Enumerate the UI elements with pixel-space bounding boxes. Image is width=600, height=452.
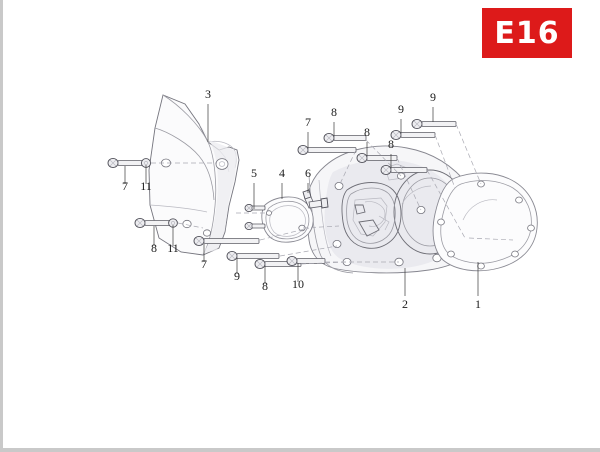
callout-number: 8 [262, 279, 268, 293]
callout-number: 9 [430, 90, 436, 104]
callout-number: 8 [364, 125, 370, 139]
diagram-canvas: 1 2 3 4 5 6 7 11 8 11 7 9 8 10 7 8 8 8 9 9 E16 [3, 0, 600, 448]
fastener-bolt-8-left [134, 217, 178, 229]
fastener-bolt-9-topright [411, 118, 457, 130]
callout-number: 4 [279, 166, 285, 180]
fastener-bolt-9-bottom [226, 250, 280, 262]
part-inspection-cover [261, 196, 314, 243]
fastener-bolt-8-top [323, 132, 367, 144]
fastener-bolt-7-left [107, 157, 152, 169]
part-clutch-cover-gasket [432, 172, 538, 272]
fastener-bolt-7-top [297, 144, 357, 156]
page-badge: E16 [482, 8, 572, 58]
cover-center-detail [341, 182, 402, 249]
fastener-bolt-10-bottom [286, 255, 326, 267]
callout-number: 5 [251, 166, 257, 180]
callout-number: 7 [122, 179, 128, 193]
part-outer-cover-panel [148, 94, 240, 256]
callout-number: 8 [331, 105, 337, 119]
callout-number: 9 [398, 102, 404, 116]
assembly-leader-lines [151, 123, 514, 265]
part-oil-fitting [302, 189, 329, 209]
callout-number: 11 [140, 179, 152, 193]
callout-number: 7 [305, 115, 311, 129]
callout-number: 8 [388, 137, 394, 151]
fastener-bolt-9-upper [390, 129, 436, 141]
callout-number: 1 [475, 297, 481, 311]
fastener-screw-5-lower [244, 221, 266, 231]
callout-number: 9 [234, 269, 240, 283]
callout-group: 1 2 3 4 5 6 7 11 8 11 7 9 8 10 7 8 8 8 9 9 [122, 87, 481, 311]
callout-number: 11 [167, 241, 179, 255]
fastener-screw-5-upper [244, 203, 266, 213]
parts-diagram-svg: 1 2 3 4 5 6 7 11 8 11 7 9 8 10 7 8 8 8 9 9 [107, 87, 538, 311]
callout-number: 8 [151, 241, 157, 255]
callout-number: 10 [292, 277, 304, 291]
callout-number: 6 [305, 166, 311, 180]
fastener-bolt-7-lower [193, 235, 260, 247]
callout-number: 2 [402, 297, 408, 311]
callout-number: 3 [205, 87, 211, 101]
callout-number: 7 [201, 257, 207, 271]
fastener-bolt-8-midtop [356, 152, 398, 164]
